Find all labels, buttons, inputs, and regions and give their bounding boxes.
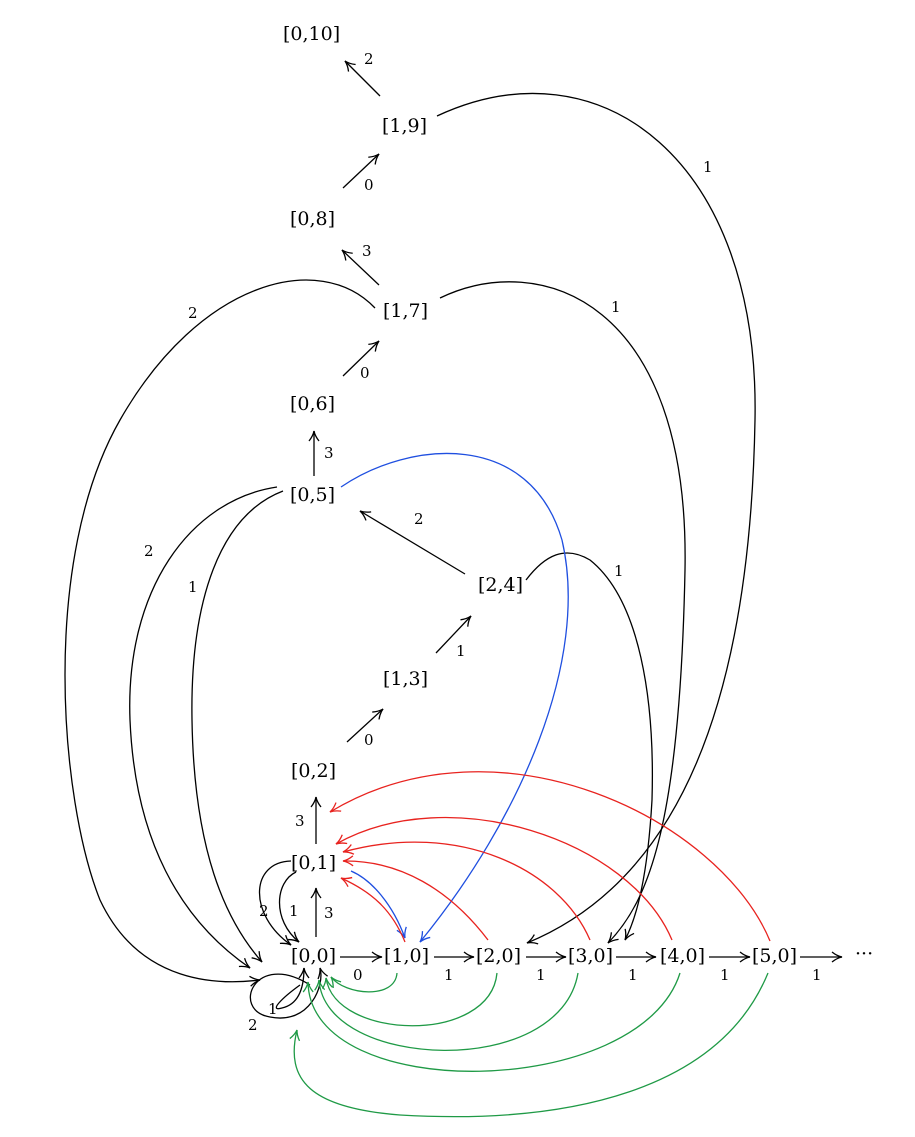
node-0-10: [0,10] <box>283 23 340 45</box>
loop-0-0-inner <box>275 967 310 1010</box>
node-1-7: [1,7] <box>383 300 428 322</box>
label-1-7-0-0: 2 <box>188 304 198 322</box>
label-2-0-3-0: 1 <box>536 966 546 984</box>
label-2-4-4-0: 1 <box>614 562 624 580</box>
label-0-1-0-0-outer: 2 <box>259 902 269 920</box>
edge-0-2-to-1-3 <box>346 708 384 743</box>
label-0-0-0-1: 3 <box>324 904 334 922</box>
label-5-0-more: 1 <box>812 966 822 984</box>
edge-0-1-to-0-0-outer <box>258 860 292 946</box>
node-2-0: [2,0] <box>476 945 521 967</box>
label-0-0-1-0: 0 <box>353 966 363 984</box>
edge-3-0-to-0-1-red <box>342 841 591 941</box>
edge-5-0-to-0-0-green <box>289 972 769 1118</box>
label-0-8-1-9: 0 <box>364 176 374 194</box>
edge-0-6-to-1-7 <box>342 340 380 377</box>
edge-2-0-to-0-0-green <box>321 972 498 1027</box>
edge-1-9-to-0-10 <box>344 60 381 97</box>
node-1-3: [1,3] <box>383 668 428 690</box>
label-1-3-2-4: 1 <box>456 642 466 660</box>
label-1-0-2-0: 1 <box>444 966 454 984</box>
label-4-0-5-0: 1 <box>720 966 730 984</box>
label-0-1-0-2: 3 <box>295 812 305 830</box>
edge-1-7-to-0-8 <box>341 249 380 286</box>
edge-4-0-to-0-0-green <box>302 972 681 1072</box>
label-1-9-0-10: 2 <box>364 50 374 68</box>
edge-2-4-to-0-5 <box>359 510 466 575</box>
edge-1-9-to-2-0 <box>436 92 756 945</box>
edge-0-1-to-0-0-inner <box>278 871 300 943</box>
label-0-1-0-0-inner: 1 <box>289 902 299 920</box>
edge-0-8-to-1-9 <box>342 153 380 189</box>
node-0-0: [0,0] <box>291 945 336 967</box>
label-3-0-4-0: 1 <box>628 966 638 984</box>
edge-4-0-to-0-1-red <box>335 816 673 941</box>
red-edges <box>329 771 771 943</box>
edge-2-4-to-4-0 <box>525 552 653 941</box>
edge-0-5-to-0-0-inner <box>191 490 284 963</box>
edge-0-1-to-1-0-blue <box>350 870 407 939</box>
edge-3-0-to-0-0-green <box>314 972 579 1051</box>
label-0-5-0-0-outer: 2 <box>144 542 154 560</box>
label-2-4-0-5: 2 <box>414 510 424 528</box>
label-1-9-2-0: 1 <box>703 158 713 176</box>
nodes: [0,10] [1,9] [0,8] [1,7] [0,6] [0,5] [2,… <box>283 23 873 967</box>
node-2-4: [2,4] <box>478 574 523 596</box>
node-0-6: [0,6] <box>290 393 335 415</box>
edge-1-0-to-0-0-green <box>330 972 398 993</box>
node-1-9: [1,9] <box>382 115 427 137</box>
label-0-5-0-0-inner: 1 <box>188 578 198 596</box>
node-4-0: [4,0] <box>660 945 705 967</box>
node-0-1: [0,1] <box>291 852 336 874</box>
node-3-0: [3,0] <box>568 945 613 967</box>
label-0-5-0-6: 3 <box>324 444 334 462</box>
label-1-7-3-0: 1 <box>611 298 621 316</box>
edge-1-3-to-2-4 <box>435 615 472 654</box>
blue-edges <box>340 452 569 943</box>
edge-1-7-to-0-0 <box>64 279 376 987</box>
node-0-2: [0,2] <box>291 760 336 782</box>
label-loop-outer: 2 <box>248 1016 258 1034</box>
edge-5-0-to-0-1-red <box>329 771 771 942</box>
edge-0-5-to-0-0-outer <box>129 486 278 969</box>
edge-1-7-to-3-0 <box>439 281 686 944</box>
label-1-7-0-8: 3 <box>362 242 372 260</box>
edge-2-0-to-0-1-red <box>342 855 489 941</box>
black-edges <box>64 60 843 1019</box>
edge-labels: 2 0 1 3 2 1 0 3 2 2 1 1 1 0 3 3 2 1 1 2 … <box>144 50 822 1034</box>
node-ellipsis: ··· <box>855 943 873 965</box>
label-loop-inner: 1 <box>268 1000 278 1018</box>
node-0-8: [0,8] <box>290 208 335 230</box>
node-5-0: [5,0] <box>752 945 797 967</box>
label-0-6-1-7: 0 <box>360 364 370 382</box>
loop-0-0-outer <box>249 967 328 1019</box>
edge-0-5-to-1-0-blue <box>340 452 569 943</box>
node-1-0: [1,0] <box>384 945 429 967</box>
label-0-2-1-3: 0 <box>364 731 374 749</box>
node-0-5: [0,5] <box>290 484 335 506</box>
edge-1-0-to-0-1-red <box>340 876 406 943</box>
green-edges <box>289 972 769 1118</box>
